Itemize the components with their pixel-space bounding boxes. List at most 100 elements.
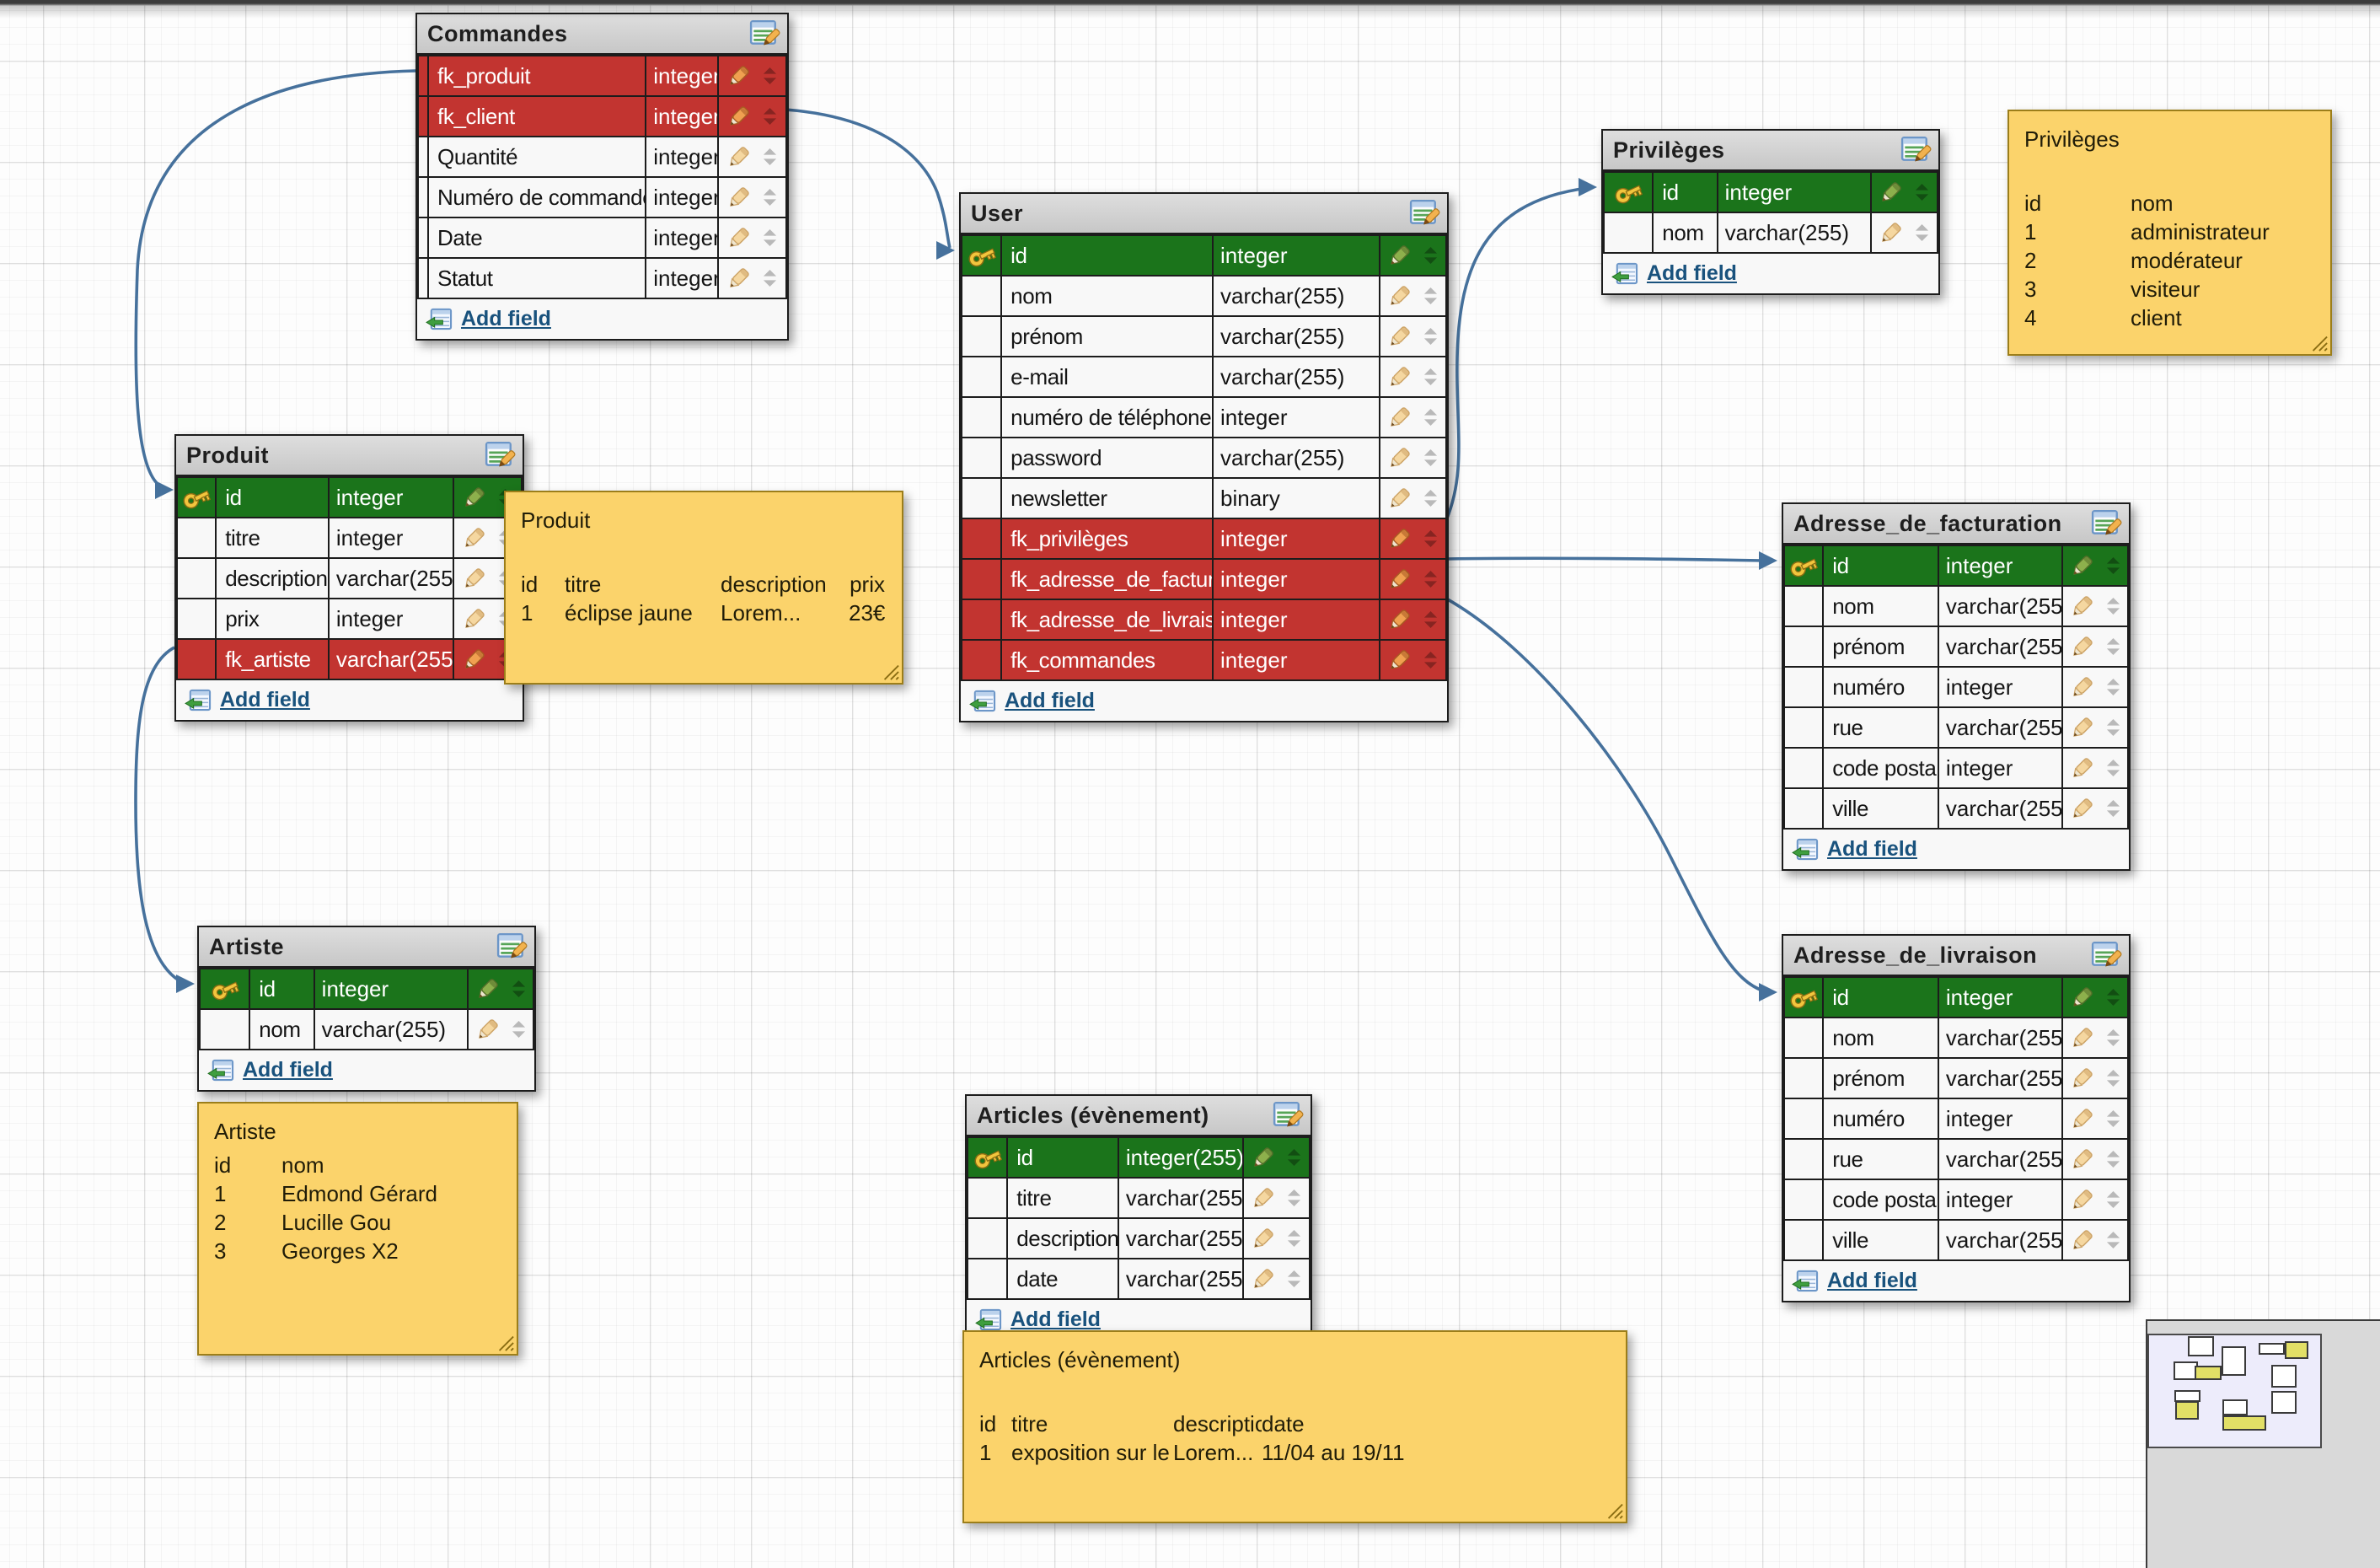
sort-field-arrows-icon[interactable] bbox=[2105, 595, 2121, 618]
edit-field-pencil-icon[interactable] bbox=[1386, 364, 1412, 390]
edit-field-pencil-icon[interactable] bbox=[726, 104, 752, 130]
edit-table-icon[interactable] bbox=[2090, 507, 2122, 540]
edit-field-pencil-icon[interactable] bbox=[1386, 567, 1412, 593]
edit-field-pencil-icon[interactable] bbox=[2069, 1106, 2095, 1132]
edit-table-icon[interactable] bbox=[1272, 1099, 1304, 1131]
sort-field-arrows-icon[interactable] bbox=[1423, 568, 1439, 591]
sort-field-arrows-icon[interactable] bbox=[2105, 1027, 2121, 1050]
sort-field-arrows-icon[interactable] bbox=[1286, 1146, 1302, 1169]
sort-field-arrows-icon[interactable] bbox=[511, 1018, 527, 1041]
relation-line-produit-fk-artiste-to-artiste-id[interactable] bbox=[134, 646, 181, 983]
sort-field-arrows-icon[interactable] bbox=[2105, 757, 2121, 780]
sort-field-arrows-icon[interactable] bbox=[1423, 609, 1439, 631]
sort-field-arrows-icon[interactable] bbox=[1423, 447, 1439, 470]
edit-field-pencil-icon[interactable] bbox=[1386, 283, 1412, 309]
table-header[interactable]: Privilèges bbox=[1603, 131, 1938, 171]
edit-field-pencil-icon[interactable] bbox=[461, 525, 487, 551]
edit-field-pencil-icon[interactable] bbox=[2069, 634, 2095, 660]
sort-field-arrows-icon[interactable] bbox=[1914, 181, 1930, 204]
add-field-link[interactable]: Add field bbox=[1647, 261, 1737, 285]
sort-field-arrows-icon[interactable] bbox=[1286, 1268, 1302, 1291]
edit-field-pencil-icon[interactable] bbox=[1386, 607, 1412, 633]
edit-table-icon[interactable] bbox=[1900, 134, 1932, 166]
edit-field-pencil-icon[interactable] bbox=[2069, 1146, 2095, 1173]
add-field-link[interactable]: Add field bbox=[1010, 1308, 1101, 1331]
edit-field-pencil-icon[interactable] bbox=[474, 1017, 501, 1043]
edit-field-pencil-icon[interactable] bbox=[2069, 755, 2095, 781]
edit-field-pencil-icon[interactable] bbox=[1386, 486, 1412, 512]
sort-field-arrows-icon[interactable] bbox=[762, 186, 778, 209]
edit-table-icon[interactable] bbox=[484, 439, 516, 471]
sort-field-arrows-icon[interactable] bbox=[2105, 1148, 2121, 1171]
sort-field-arrows-icon[interactable] bbox=[2105, 797, 2121, 820]
edit-field-pencil-icon[interactable] bbox=[726, 225, 752, 251]
edit-field-pencil-icon[interactable] bbox=[1878, 180, 1904, 206]
table-header[interactable]: Artiste bbox=[199, 927, 534, 968]
add-field-link[interactable]: Add field bbox=[1827, 837, 1917, 861]
sort-field-arrows-icon[interactable] bbox=[2105, 1108, 2121, 1130]
edit-field-pencil-icon[interactable] bbox=[1250, 1145, 1276, 1171]
sort-field-arrows-icon[interactable] bbox=[511, 978, 527, 1001]
relation-line-commandes-fk-produit-to-produit-id[interactable] bbox=[134, 69, 416, 485]
sort-field-arrows-icon[interactable] bbox=[762, 227, 778, 250]
sort-field-arrows-icon[interactable] bbox=[762, 105, 778, 128]
sort-field-arrows-icon[interactable] bbox=[1423, 406, 1439, 429]
sort-field-arrows-icon[interactable] bbox=[1423, 528, 1439, 550]
relation-line-commandes-fk-client-to-user-id[interactable] bbox=[785, 108, 951, 249]
edit-table-icon[interactable] bbox=[748, 18, 780, 50]
edit-field-pencil-icon[interactable] bbox=[1386, 445, 1412, 471]
edit-field-pencil-icon[interactable] bbox=[461, 647, 487, 673]
sort-field-arrows-icon[interactable] bbox=[762, 65, 778, 88]
resize-handle-icon[interactable] bbox=[881, 662, 899, 680]
relation-line-user-fk-privil-ges-to-privil-ges-id[interactable] bbox=[1445, 186, 1589, 521]
add-field-link[interactable]: Add field bbox=[220, 688, 310, 712]
note-articles-v-nement[interactable]: Articles (évènement)idtitredescriptionda… bbox=[962, 1330, 1627, 1523]
field-row-fk-adresse-de-facturation[interactable]: fk_adresse_de_facturationinteger bbox=[960, 558, 1448, 600]
sort-field-arrows-icon[interactable] bbox=[1286, 1227, 1302, 1250]
add-field-link[interactable]: Add field bbox=[461, 307, 551, 330]
sort-field-arrows-icon[interactable] bbox=[1423, 285, 1439, 308]
edit-field-pencil-icon[interactable] bbox=[2069, 715, 2095, 741]
edit-field-pencil-icon[interactable] bbox=[1386, 526, 1412, 552]
sort-field-arrows-icon[interactable] bbox=[2105, 636, 2121, 658]
sort-field-arrows-icon[interactable] bbox=[2105, 1067, 2121, 1090]
edit-field-pencil-icon[interactable] bbox=[1386, 324, 1412, 350]
edit-field-pencil-icon[interactable] bbox=[2069, 985, 2095, 1011]
table-header[interactable]: Commandes bbox=[417, 14, 787, 55]
sort-field-arrows-icon[interactable] bbox=[2105, 555, 2121, 577]
table-header[interactable]: Adresse_de_facturation bbox=[1783, 504, 2129, 545]
edit-field-pencil-icon[interactable] bbox=[1386, 405, 1412, 431]
